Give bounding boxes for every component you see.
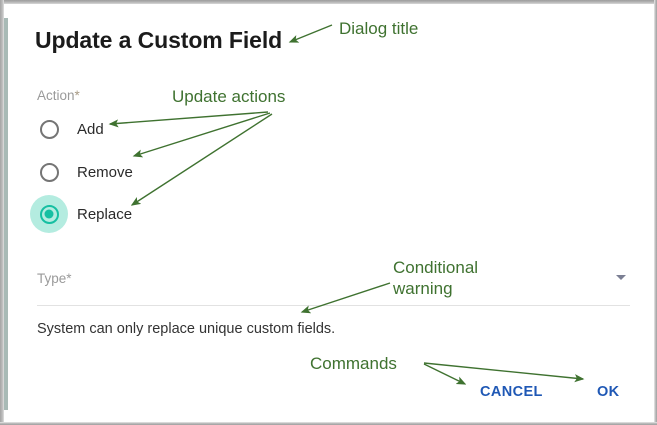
update-custom-field-dialog: Update a Custom Field Action* Add Remove [8,4,654,422]
radio-hit-replace[interactable] [30,195,68,233]
action-group-label-text: Action [37,88,75,103]
type-select-label: Type* [37,271,72,286]
annotation-commands: Commands [310,354,397,373]
dialog-title: Update a Custom Field [35,27,283,53]
window-frame-top [0,0,657,4]
type-select[interactable]: Type* [37,266,630,306]
radio-circle-remove [39,162,59,182]
radio-option-remove[interactable]: Remove [30,154,133,190]
type-select-underline [37,305,630,306]
conditional-warning-text: System can only replace unique custom fi… [37,321,336,337]
chevron-down-icon[interactable] [616,275,626,280]
window-frame-left [0,0,4,425]
action-required-mark: * [74,88,80,103]
radio-hit-remove[interactable] [30,153,68,191]
ok-button[interactable]: OK [597,384,620,400]
radio-dot-replace [44,209,54,219]
radio-label-remove: Remove [77,163,133,181]
radio-circle-add [39,119,59,139]
annotation-conditional-warning-line1: Conditional [393,258,479,277]
radio-label-add: Add [77,120,104,138]
radio-option-add[interactable]: Add [30,111,104,147]
annotation-conditional-warning: Conditional warning [393,257,478,299]
annotation-dialog-title: Dialog title [339,19,419,38]
window-frame-right [654,0,657,425]
action-group-label: Action* [37,88,80,103]
cancel-button[interactable]: CANCEL [480,384,543,400]
window-frame-bottom [0,422,657,425]
radio-hit-add[interactable] [30,110,68,148]
annotation-conditional-warning-line2: warning [393,279,453,298]
radio-label-replace: Replace [77,205,133,223]
annotation-update-actions: Update actions [172,87,286,106]
window-frame-left-accent [4,18,8,410]
radio-option-replace[interactable]: Replace [30,195,133,233]
radio-circle-replace [39,204,59,224]
